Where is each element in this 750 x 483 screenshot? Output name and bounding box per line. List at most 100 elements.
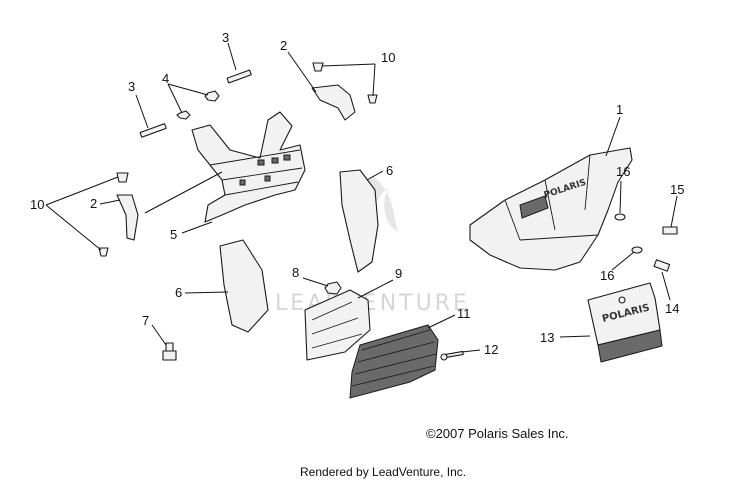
mesh-screen-weave bbox=[351, 329, 437, 387]
part-11-mesh-screen bbox=[349, 324, 439, 399]
rendered-by-credit: Rendered by LeadVenture, Inc. bbox=[300, 465, 467, 479]
leader-10-b bbox=[372, 63, 376, 97]
rack-frame-shape bbox=[191, 111, 306, 223]
leader-10-d bbox=[45, 204, 102, 251]
callout-labels: 3 3 4 2 10 10 2 5 6 6 8 9 7 11 12 1 16 1… bbox=[30, 30, 684, 357]
leader-9 bbox=[357, 279, 394, 299]
leader-5-a bbox=[144, 171, 223, 214]
part-6-side-panels bbox=[219, 169, 379, 333]
callout-5: 5 bbox=[170, 227, 177, 242]
callout-2-lower: 2 bbox=[90, 196, 97, 211]
grille-frame-bars bbox=[311, 301, 363, 349]
watermark-text: LEADVENTURE bbox=[275, 291, 470, 316]
part-7-rivet bbox=[162, 342, 177, 361]
leader-2-lower bbox=[99, 199, 121, 205]
nut-4-lower bbox=[176, 110, 191, 120]
rack-hole bbox=[239, 179, 246, 186]
leader-6-right bbox=[366, 170, 384, 181]
leader-10-c bbox=[45, 176, 119, 206]
rivet-7-stem bbox=[165, 342, 174, 352]
callout-6-left: 6 bbox=[175, 285, 182, 300]
front-plate-lower-mesh bbox=[597, 329, 663, 363]
leader-15 bbox=[670, 195, 678, 228]
callout-8: 8 bbox=[292, 265, 299, 280]
washer-16-lower bbox=[631, 246, 643, 254]
leader-2-upper bbox=[287, 51, 317, 93]
callout-4: 4 bbox=[162, 71, 169, 86]
screw-12-shaft bbox=[444, 350, 464, 359]
part-2-brackets bbox=[116, 84, 356, 241]
part-8-nut bbox=[324, 281, 342, 295]
callout-3-upper: 3 bbox=[222, 30, 229, 45]
part-3-bolts bbox=[139, 69, 252, 138]
part-1-front-bumper: POLARIS bbox=[469, 147, 633, 271]
callout-13: 13 bbox=[540, 330, 554, 345]
bracket-2-upper bbox=[311, 84, 356, 121]
leader-1 bbox=[605, 116, 621, 157]
leader-12 bbox=[461, 349, 481, 353]
callout-11: 11 bbox=[457, 306, 471, 321]
bolt-3-left bbox=[139, 123, 167, 138]
callout-9: 9 bbox=[395, 266, 402, 281]
rack-frame-detail bbox=[209, 149, 303, 196]
rack-hole bbox=[283, 154, 291, 161]
leader-7 bbox=[151, 324, 167, 346]
bolt-15 bbox=[662, 226, 678, 235]
callout-16-lower: 16 bbox=[600, 268, 614, 283]
callout-1: 1 bbox=[616, 102, 623, 117]
callout-2-upper: 2 bbox=[280, 38, 287, 53]
leader-16-upper bbox=[619, 180, 622, 214]
side-panel-6-right bbox=[339, 169, 379, 273]
part-14-15-16-hardware bbox=[614, 213, 678, 272]
part-12-screw bbox=[440, 350, 464, 361]
callout-16-upper: 16 bbox=[616, 164, 630, 179]
bolt-14 bbox=[653, 259, 671, 272]
leader-14 bbox=[661, 271, 671, 301]
leader-6-left bbox=[184, 291, 229, 294]
leader-4-upper bbox=[167, 83, 209, 96]
part-13-front-plate: POLARIS bbox=[587, 282, 663, 363]
front-plate-shape bbox=[587, 282, 661, 346]
rivet-7-body bbox=[162, 350, 177, 361]
leader-11 bbox=[427, 314, 456, 329]
fastener-10-b bbox=[367, 94, 378, 104]
bumper-tow-mount bbox=[519, 195, 549, 219]
plate-badge bbox=[618, 296, 626, 304]
part-9-grille-frame bbox=[304, 289, 371, 361]
part-5-front-rack bbox=[191, 111, 306, 223]
leader-3-left bbox=[135, 94, 149, 129]
callout-3-left: 3 bbox=[128, 79, 135, 94]
leader-16-lower bbox=[611, 251, 635, 271]
leader-5-b bbox=[181, 221, 213, 234]
leader-4-lower bbox=[167, 83, 183, 114]
nut-4-upper bbox=[204, 90, 220, 102]
rack-hole bbox=[257, 159, 265, 166]
copyright-notice: ©2007 Polaris Sales Inc. bbox=[426, 426, 569, 441]
side-panel-6-left bbox=[219, 239, 269, 333]
fastener-10-d bbox=[98, 247, 109, 257]
part-4-nuts bbox=[176, 90, 220, 120]
callout-14: 14 bbox=[665, 301, 679, 316]
part-10-fasteners bbox=[98, 62, 378, 257]
washer-16-upper bbox=[614, 213, 626, 221]
callout-15: 15 bbox=[670, 182, 684, 197]
screw-12-head bbox=[440, 353, 448, 361]
callout-7: 7 bbox=[142, 313, 149, 328]
rack-hole bbox=[264, 175, 271, 182]
callout-10-upper: 10 bbox=[381, 50, 395, 65]
callout-6-right: 6 bbox=[386, 163, 393, 178]
bracket-2-lower bbox=[116, 194, 139, 241]
leader-8 bbox=[302, 277, 329, 287]
callout-12: 12 bbox=[484, 342, 498, 357]
rack-hole bbox=[271, 157, 279, 164]
fastener-10-a bbox=[312, 62, 324, 72]
leader-10-a bbox=[321, 63, 376, 67]
leader-lines bbox=[45, 42, 678, 353]
callout-10-left: 10 bbox=[30, 197, 44, 212]
leader-3-upper bbox=[227, 42, 237, 71]
bumper-detail bbox=[504, 154, 599, 241]
bolt-3-upper bbox=[226, 69, 252, 84]
leader-13 bbox=[559, 335, 591, 338]
